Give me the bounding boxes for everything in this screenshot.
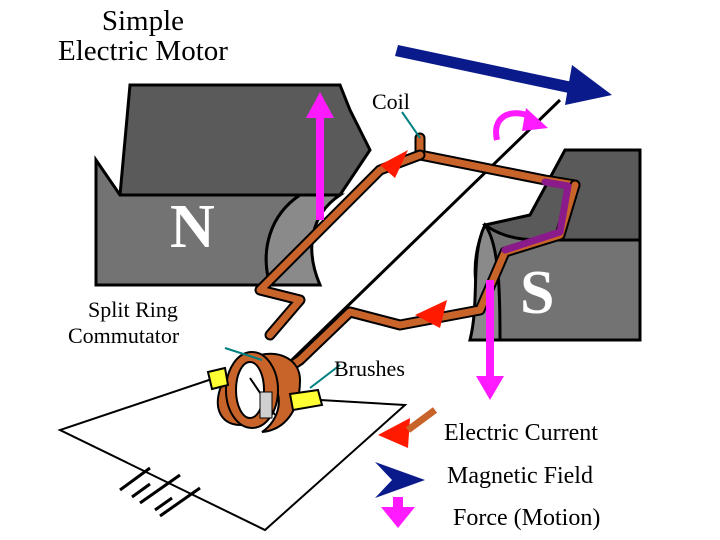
- north-pole-label: N: [170, 193, 215, 261]
- commutator-pointer: [224, 347, 263, 361]
- coil-pointer: [401, 111, 421, 139]
- force-arrow-up: [306, 92, 334, 220]
- magnetic-field-arrow: [395, 45, 612, 105]
- current-arrow-bottom: [415, 300, 447, 328]
- legend-current-label: Electric Current: [444, 420, 598, 446]
- brushes: [206, 366, 324, 412]
- legend-field-label: Magnetic Field: [447, 463, 593, 489]
- title-line-2: Electric Motor: [58, 35, 228, 68]
- coil-label: Coil: [372, 89, 410, 114]
- commutator-label-line-1: Split Ring: [88, 297, 178, 322]
- page-title: Simple Electric Motor: [58, 6, 228, 67]
- circuit-wire: [57, 377, 408, 532]
- brushes-pointer: [309, 364, 341, 389]
- brushes-label: Brushes: [334, 356, 405, 381]
- title-line-1: Simple: [101, 5, 185, 37]
- south-pole-label: S: [520, 259, 555, 327]
- commutator-label-line-2: Commutator: [68, 323, 180, 348]
- commutator: [216, 351, 302, 433]
- legend-force-label: Force (Motion): [453, 505, 601, 531]
- legend-force-icon: [381, 497, 415, 528]
- rotation-arrow-icon: [493, 108, 548, 141]
- current-arrow-top: [380, 150, 408, 178]
- legend-current-icon: [378, 407, 438, 448]
- force-arrow-down: [476, 280, 504, 400]
- legend-field-icon: [375, 462, 425, 498]
- battery-icon: [119, 466, 201, 518]
